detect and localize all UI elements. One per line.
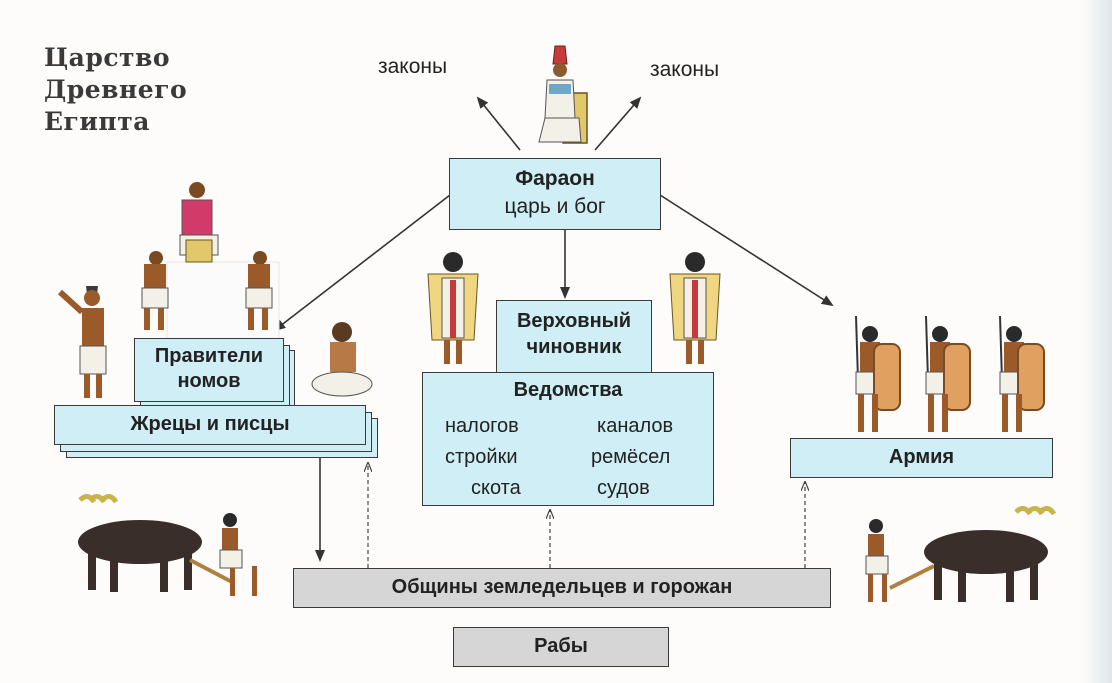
departments-right-column: каналов ремёсел судов — [591, 411, 673, 504]
label-laws-left: законы — [378, 55, 448, 78]
department-taxes: налогов — [445, 415, 519, 437]
title-line-1: Царство — [44, 43, 171, 72]
priest-figure — [57, 286, 107, 398]
communities-box: Общины земледельцев и горожан — [293, 568, 831, 608]
department-cattle: скота — [471, 477, 521, 499]
title-line-3: Египта — [44, 107, 150, 136]
pharaoh-title: Фараон — [515, 167, 595, 190]
priests-label: Жрецы и писцы — [130, 413, 290, 435]
priests-box: Жрецы и писцы — [54, 405, 366, 445]
department-crafts: ремёсел — [591, 446, 671, 468]
departments-left-column: налогов стройки скота — [445, 411, 521, 504]
scribe-figure — [311, 322, 373, 397]
plowing-scene-left — [78, 494, 257, 596]
nomarch-figures — [141, 182, 273, 330]
communities-label: Общины земледельцев и горожан — [391, 576, 733, 598]
diagram-title: Царство Древнего Египта — [44, 42, 187, 138]
nomarchs-box: Правители номов — [134, 338, 284, 402]
title-line-2: Древнего — [44, 75, 188, 104]
nomarchs-line-1: Правители — [154, 345, 264, 367]
department-canals: каналов — [597, 415, 674, 437]
slaves-box: Рабы — [453, 627, 669, 667]
bowing-servant-right — [245, 251, 273, 330]
soldiers-figure — [855, 315, 1045, 432]
arrow-to-army — [659, 194, 834, 307]
vizier-line-2: чиновник — [526, 336, 622, 358]
plowing-scene-right — [865, 506, 1057, 602]
page-edge-shadow — [1082, 0, 1112, 683]
nomarchs-line-2: номов — [177, 370, 241, 392]
soldier-2 — [925, 315, 971, 432]
pharaoh-subtitle: царь и бог — [504, 195, 606, 218]
soldier-1 — [855, 315, 901, 432]
departments-title: Ведомства — [513, 379, 623, 401]
official-figure-left — [427, 252, 479, 364]
arrow-laws-left — [476, 96, 521, 151]
vizier-line-1: Верховный — [516, 310, 632, 332]
label-laws-right: законы — [650, 58, 720, 81]
seated-nomarch — [179, 182, 219, 263]
arrow-laws-right — [594, 96, 642, 151]
department-courts: судов — [597, 477, 650, 499]
bowing-servant-left — [141, 251, 169, 330]
pharaoh-box: Фараон царь и бог — [449, 158, 661, 230]
soldier-3 — [999, 315, 1045, 432]
army-label: Армия — [888, 446, 955, 468]
official-figure-right — [669, 252, 721, 364]
army-box: Армия — [790, 438, 1053, 478]
vizier-box: Верховный чиновник — [496, 300, 652, 374]
arrow-to-nomarchs — [273, 194, 451, 332]
pharaoh-figure — [538, 45, 588, 144]
slaves-label: Рабы — [534, 635, 588, 657]
department-construction: стройки — [445, 446, 518, 468]
departments-box: Ведомства налогов стройки скота каналов … — [422, 372, 714, 506]
